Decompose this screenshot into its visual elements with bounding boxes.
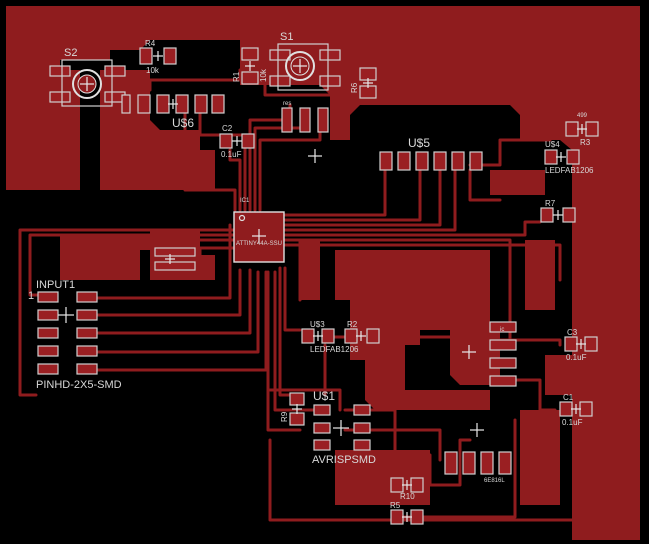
input1-value: PINHD-2X5-SMD — [36, 379, 122, 391]
r6-label: R6 — [350, 82, 359, 93]
u2-value: 6E816L — [484, 478, 505, 484]
r3-value: 499 — [577, 113, 588, 119]
svg-text:ic: ic — [500, 327, 504, 333]
r2-label: R2 — [347, 320, 358, 329]
c1-value: 0.1uF — [562, 418, 583, 427]
r10-label: R10 — [400, 492, 415, 501]
u3-value: LEDFAB1206 — [310, 345, 359, 354]
r9-label: R9 — [280, 411, 289, 422]
u3-label: U$3 — [310, 320, 325, 329]
header-input1: INPUT1 1 PINHD-2X5-SMD — [28, 279, 122, 391]
header-u1: U$1 AVRISPSMD — [312, 389, 376, 466]
regulator: ic — [462, 321, 517, 387]
ic1-label: IC1 — [240, 198, 250, 204]
s1-label: S1 — [280, 31, 293, 43]
r3-label: R3 — [580, 138, 591, 147]
resistor-r7: R7 — [540, 199, 576, 223]
resistor-r2: R2 — [344, 320, 380, 344]
c2-label: C2 — [222, 124, 233, 133]
resistor-r10: R10 — [390, 477, 424, 501]
u1-label: U$1 — [313, 389, 335, 403]
svg-text:res: res — [283, 101, 291, 107]
resonator: res — [281, 101, 329, 163]
r4-label: R4 — [145, 39, 156, 48]
c3-value: 0.1uF — [566, 353, 587, 362]
resistor-r6: R6 — [350, 67, 377, 99]
resistor-r4: R4 10k — [139, 39, 177, 75]
r5-label: R5 — [390, 501, 401, 510]
resistor-r9: R9 — [280, 392, 305, 426]
header-u5: U$5 — [379, 136, 483, 171]
component-u6: U$6 — [121, 94, 225, 130]
ic1-value: ATTINY44A-SSU — [236, 241, 282, 247]
u4-value: LEDFAB1206 — [545, 166, 594, 175]
u4-label: U$4 — [545, 140, 560, 149]
u5-label: U$5 — [408, 136, 430, 150]
capacitor-c2: C2 0.1uF — [219, 124, 255, 159]
s2-label: S2 — [64, 47, 77, 59]
header-u2: 6E816L — [444, 423, 512, 484]
microcontroller-ic1: IC1 ATTINY44A-SSU — [233, 198, 285, 263]
capacitor-c3: C3 0.1uF — [564, 328, 598, 362]
r7-label: R7 — [545, 199, 556, 208]
u1-value: AVRISPSMD — [312, 454, 376, 466]
resistor-r5: R5 — [390, 501, 424, 525]
input1-label: INPUT1 — [36, 279, 75, 291]
r1-label: R1 — [232, 71, 241, 82]
copper-traces — [18, 56, 592, 522]
c3-label: C3 — [567, 328, 578, 337]
resistor-r3: 499 R3 — [565, 113, 599, 147]
pin1-marker: 1 — [28, 290, 34, 302]
led-u3: U$3 LEDFAB1206 — [301, 320, 359, 354]
c2-value: 0.1uF — [221, 150, 242, 159]
led-u4: U$4 LEDFAB1206 — [544, 140, 594, 175]
capacitor-c1: C1 0.1uF — [559, 393, 593, 427]
capacitor-unlabeled — [154, 247, 196, 271]
switch-s1: S1 — [269, 31, 341, 91]
u6-label: U$6 — [172, 116, 194, 130]
r4-value: 10k — [146, 66, 160, 75]
c1-label: C1 — [563, 393, 574, 402]
resistor-r1: R1 10k — [232, 47, 268, 85]
r1-value: 10k — [259, 68, 268, 82]
